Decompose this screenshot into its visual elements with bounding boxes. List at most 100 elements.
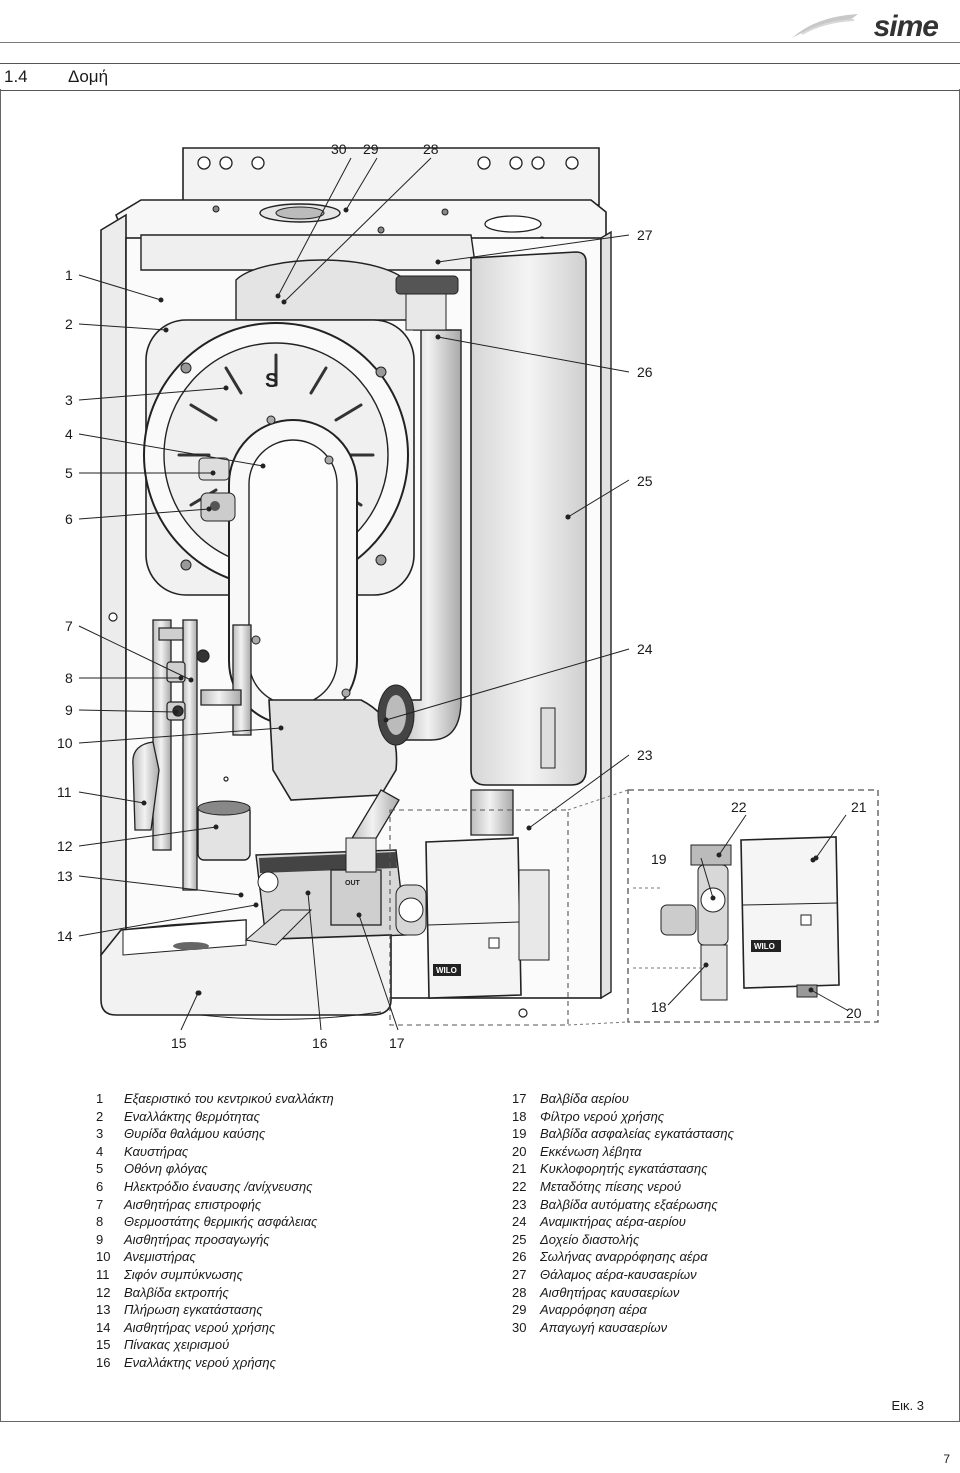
- callout-28: 28: [423, 141, 439, 157]
- legend-number: 3: [96, 1126, 104, 1142]
- callout-22: 22: [731, 799, 747, 815]
- callout-16: 16: [312, 1035, 328, 1051]
- legend-number: 5: [96, 1161, 104, 1177]
- expansion-vessel: [470, 251, 587, 786]
- pump-detail-inset: WILO: [389, 789, 879, 1026]
- legend-text: Σωλήνας αναρρόφησης αέρα: [540, 1249, 708, 1265]
- callout-14: 14: [57, 928, 73, 944]
- callout-2: 2: [65, 316, 73, 332]
- callout-5: 5: [65, 465, 73, 481]
- callout-27: 27: [637, 227, 653, 243]
- legend-text: Βαλβίδα ασφαλείας εγκατάστασης: [540, 1126, 734, 1142]
- burner-logo-letter: S: [265, 370, 278, 392]
- legend-text: Εναλλάκτης νερού χρήσης: [124, 1354, 276, 1370]
- figure-frame: S: [0, 89, 960, 1422]
- legend-number: 19: [512, 1126, 527, 1142]
- callout-18: 18: [651, 999, 667, 1015]
- diverter-valve: [197, 800, 251, 861]
- control-panel: [100, 909, 392, 1020]
- legend-number: 29: [512, 1302, 527, 1318]
- legend-item: 25 Δοχείο διαστολής: [512, 1231, 734, 1249]
- legend-text: Αναρρόφηση αέρα: [540, 1302, 647, 1318]
- legend-item: 13 Πλήρωση εγκατάστασης: [96, 1301, 334, 1319]
- legend-text: Εκκένωση λέβητα: [540, 1143, 642, 1159]
- legend-text: Θάλαμος αέρα-καυσαερίων: [540, 1266, 697, 1282]
- legend-number: 7: [96, 1196, 104, 1212]
- legend-number: 21: [512, 1161, 527, 1177]
- legend-number: 18: [512, 1108, 527, 1124]
- legend-number: 2: [96, 1108, 104, 1124]
- legend-text: Μεταδότης πίεσης νερού: [540, 1178, 682, 1194]
- legend-text: Αναμικτήρας αέρα-αερίου: [540, 1214, 686, 1230]
- legend-text: Βαλβίδα αερίου: [540, 1091, 629, 1106]
- callout-9: 9: [65, 702, 73, 718]
- section-title: Δομή: [68, 67, 109, 86]
- logo-swoosh-icon: [792, 14, 858, 38]
- legend-number: 17: [512, 1091, 527, 1106]
- legend-number: 27: [512, 1266, 527, 1282]
- legend-text: Πίνακας χειρισμού: [124, 1337, 230, 1353]
- callout-17: 17: [389, 1035, 405, 1051]
- legend-number: 10: [96, 1249, 111, 1265]
- figure-caption: Εικ. 3: [891, 1398, 924, 1413]
- callout-19: 19: [651, 851, 667, 867]
- legend-number: 30: [512, 1319, 527, 1335]
- callout-12: 12: [57, 838, 73, 854]
- legend-text: Βαλβίδα εκτροπής: [124, 1284, 229, 1300]
- legend-text: Ηλεκτρόδιο έναυσης /ανίχνευσης: [124, 1178, 313, 1194]
- legend-number: 22: [512, 1178, 527, 1194]
- legend-text: Δοχείο διαστολής: [540, 1231, 640, 1247]
- legend-item: 27 Θάλαμος αέρα-καυσαερίων: [512, 1266, 734, 1284]
- legend-text: Βαλβίδα αυτόματης εξαέρωσης: [540, 1196, 718, 1212]
- legend-number: 25: [512, 1231, 527, 1247]
- legend-text: Θερμοστάτης θερμικής ασφάλειας: [124, 1214, 318, 1230]
- callout-6: 6: [65, 511, 73, 527]
- callout-29: 29: [363, 141, 379, 157]
- section-heading: 1.4 Δομή: [0, 63, 960, 91]
- legend-text: Καυστήρας: [124, 1143, 189, 1159]
- legend-item: 22 Μεταδότης πίεσης νερού: [512, 1178, 734, 1196]
- legend-text: Αισθητήρας καυσαερίων: [540, 1284, 680, 1300]
- pump-brand-label: WILO: [436, 966, 457, 975]
- legend-number: 13: [96, 1302, 111, 1318]
- legend-number: 23: [512, 1196, 527, 1212]
- legend-number: 6: [96, 1178, 104, 1194]
- legend-text: Πλήρωση εγκατάστασης: [124, 1302, 263, 1318]
- legend-item: 15 Πίνακας χειρισμού: [96, 1336, 334, 1354]
- gas-valve: OUT: [330, 837, 382, 926]
- boiler-exploded-drawing: S: [57, 141, 879, 1051]
- callout-10: 10: [57, 735, 73, 751]
- callout-8: 8: [65, 670, 73, 686]
- legend-text: Απαγωγή καυσαερίων: [540, 1319, 668, 1335]
- callout-20: 20: [846, 1005, 862, 1021]
- header-rule: [0, 42, 960, 43]
- legend-number: 15: [96, 1337, 111, 1353]
- legend-item: 12 Βαλβίδα εκτροπής: [96, 1284, 334, 1302]
- circulation-pump: WILO: [395, 837, 550, 999]
- callout-leader-lines: [78, 157, 848, 1031]
- legend-number: 12: [96, 1284, 111, 1300]
- callout-4: 4: [65, 426, 73, 442]
- callout-15: 15: [171, 1035, 187, 1051]
- brand-logo: sime: [788, 4, 939, 43]
- callout-21: 21: [851, 799, 867, 815]
- legend-number: 28: [512, 1284, 527, 1300]
- temperature-sensors: [158, 627, 210, 721]
- section-number: 1.4: [4, 67, 28, 86]
- legend-text: Σιφόν συμπύκνωσης: [124, 1266, 243, 1282]
- detail-pump-brand-label: WILO: [754, 942, 775, 951]
